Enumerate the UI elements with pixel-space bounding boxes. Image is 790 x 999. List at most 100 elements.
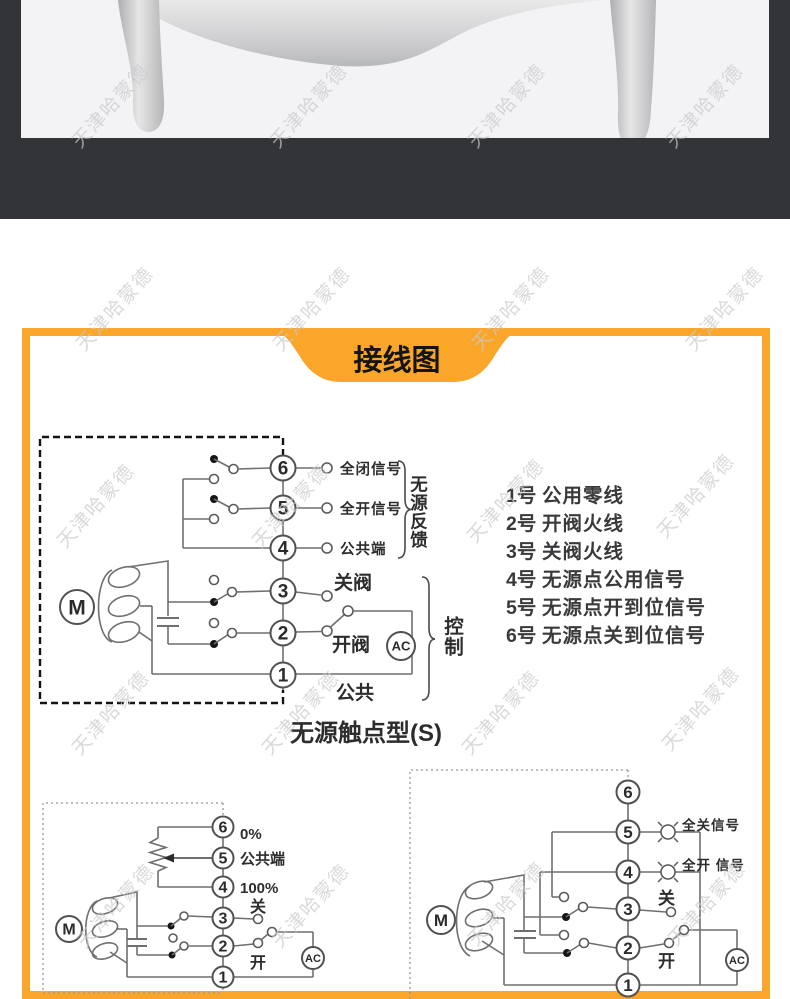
terminal-number: 3 <box>278 582 289 603</box>
label-open: 开 <box>658 952 675 971</box>
pot-dotted-box <box>42 802 224 994</box>
motor-icon <box>55 915 83 943</box>
capacitor-icon <box>514 930 536 939</box>
terminal-circle <box>211 815 235 839</box>
motor-icon <box>426 905 456 935</box>
valve-right-flange <box>610 0 656 138</box>
svg-text:5: 5 <box>623 823 632 842</box>
legend-row: 5号 无源点开到位信号 <box>506 596 706 619</box>
label-full-open-signal: 全开信号 <box>339 500 402 518</box>
lamp-dotted-box <box>409 769 629 999</box>
wiper-arrow <box>163 853 174 863</box>
control-switch-contacts <box>208 574 413 675</box>
svg-text:1: 1 <box>219 970 228 987</box>
terminal-circle <box>615 972 641 998</box>
potentiometer-icon <box>147 826 213 888</box>
legend-desc: 无源点公用信号 <box>542 568 686 591</box>
label-common-terminal: 公共端 <box>340 540 387 558</box>
diagram-caption: 无源触点型(S) <box>290 719 442 747</box>
svg-text:2: 2 <box>219 939 228 956</box>
legend-num: 2号 <box>506 513 536 535</box>
capacitor-icon <box>127 938 147 947</box>
lamp-icons <box>639 821 701 985</box>
motor-icon <box>59 589 95 625</box>
feedback-group-label: 无源反馈 <box>408 475 429 549</box>
terminal-legend: 1号 公用零线 2号 开阀火线 3号 关阀火线 4号 无源点公用信号 5号 无源… <box>506 484 706 647</box>
winding-icon <box>107 565 141 589</box>
lamp-wiring-diagram: M AC <box>409 769 749 999</box>
motor-label: M <box>68 597 86 620</box>
terminal-circle <box>211 965 235 989</box>
label-close: 关 <box>250 897 266 916</box>
svg-text:4: 4 <box>623 863 633 882</box>
feedback-brace <box>397 460 412 559</box>
legend-row: 3号 关阀火线 <box>506 540 624 563</box>
lamp-motor-assembly: M <box>426 874 617 986</box>
label-open-valve: 开阀 <box>332 633 370 656</box>
terminal-circle <box>269 454 297 482</box>
control-brace <box>421 576 436 701</box>
label-full-open-signal: 全开 信号 <box>681 857 745 873</box>
svg-text:3: 3 <box>219 911 228 928</box>
legend-num: 1号 <box>506 485 536 507</box>
svg-text:6: 6 <box>219 820 228 837</box>
terminal-number: 4 <box>278 539 289 560</box>
pot-switch-contacts <box>167 911 314 978</box>
terminal-circle <box>269 577 297 605</box>
motor-assembly: M <box>59 560 271 675</box>
terminal-circle <box>615 819 641 845</box>
label-full-close-signal: 全关信号 <box>681 817 740 833</box>
svg-text:M: M <box>434 911 448 930</box>
winding-icon <box>107 620 141 644</box>
terminal-circle <box>269 534 297 562</box>
legend-desc: 关阀火线 <box>542 540 624 563</box>
wiring-diagrams: M AC <box>38 435 749 999</box>
terminal-number: 6 <box>278 459 289 480</box>
legend-desc: 无源点开到位信号 <box>542 596 706 619</box>
svg-text:2: 2 <box>623 939 632 958</box>
lamp-rays <box>657 861 679 883</box>
legend-row: 4号 无源点公用信号 <box>506 568 686 591</box>
feedback-switch-contacts <box>182 455 271 549</box>
winding-icon <box>107 594 141 618</box>
control-group-label: 控制 <box>440 616 463 657</box>
terminal-circle <box>269 661 297 689</box>
label-0-percent: 0% <box>240 826 262 843</box>
lamp-icon <box>660 864 676 880</box>
terminal-circle <box>269 619 297 647</box>
pot-wiring-diagram: M AC <box>42 802 325 994</box>
label-common: 公共 <box>336 682 374 704</box>
terminal-circle <box>615 859 641 885</box>
terminal-number: 5 <box>278 499 289 520</box>
valve-left-flange <box>118 0 165 132</box>
svg-text:5: 5 <box>219 851 228 868</box>
legend-num: 5号 <box>506 597 536 619</box>
svg-text:AC: AC <box>729 955 745 967</box>
terminal-number: 2 <box>278 624 289 645</box>
main-wiring-diagram: M AC <box>38 435 442 747</box>
capacitor-icon <box>157 617 179 627</box>
legend-num: 3号 <box>506 541 536 563</box>
svg-text:6: 6 <box>623 783 632 802</box>
legend-num: 4号 <box>506 569 536 591</box>
lamp-terminal-strip: 6 5 4 3 2 1 <box>615 779 641 998</box>
terminal-circle <box>615 935 641 961</box>
lamp-rays <box>657 821 679 843</box>
legend-row: 6号 无源点关到位信号 <box>506 624 705 647</box>
terminal-circle <box>269 494 297 522</box>
svg-text:1: 1 <box>623 976 632 995</box>
label-common-terminal: 公共端 <box>240 850 285 868</box>
legend-num: 6号 <box>506 625 536 647</box>
label-open: 开 <box>250 954 266 972</box>
valve-body <box>131 0 603 67</box>
terminal-circle <box>211 846 235 870</box>
label-full-close-signal: 全闭信号 <box>339 460 402 478</box>
valve-image <box>118 0 656 138</box>
pot-terminal-strip: 6 5 4 3 2 1 <box>211 815 235 989</box>
ac-power-icon: AC <box>301 946 325 970</box>
svg-text:AC: AC <box>305 953 321 965</box>
lamp-switch-contacts <box>539 831 738 986</box>
wiring-panel <box>22 328 770 999</box>
label-100-percent: 100% <box>240 880 278 897</box>
